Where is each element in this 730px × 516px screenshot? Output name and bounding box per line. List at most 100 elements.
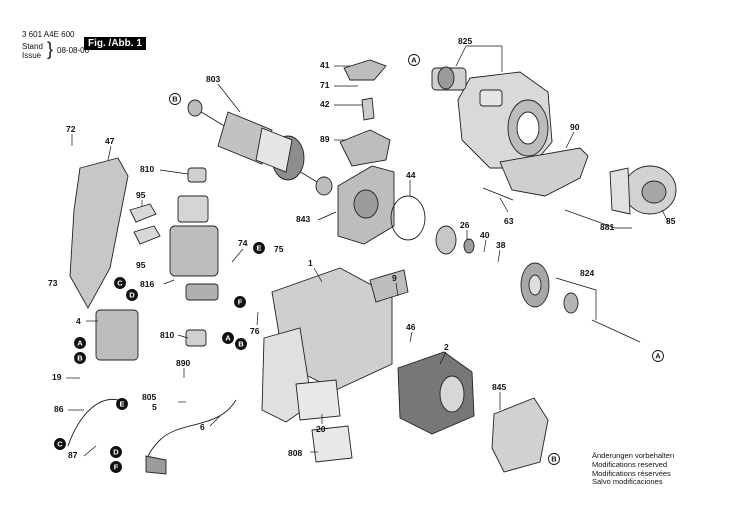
ref-circle — [235, 338, 247, 350]
part-number-890: 890 — [176, 358, 190, 368]
part-number-40: 40 — [480, 230, 490, 240]
part-number-6: 6 — [200, 422, 205, 432]
part-number-labels: 8254171428980372478109595816747584344906… — [48, 36, 676, 460]
ref-marker-d2: D — [110, 446, 122, 458]
ref-circle — [114, 277, 126, 289]
ref-marker-f1: F — [234, 296, 246, 308]
o-ring-drawing — [390, 195, 426, 241]
end-plate-drawing — [491, 397, 549, 473]
part-number-41: 41 — [320, 60, 330, 70]
ref-letter: F — [238, 298, 243, 307]
part-number-9: 9 — [392, 273, 397, 283]
handle-half-drawing — [69, 157, 129, 309]
bearing-plate-drawing — [337, 165, 395, 245]
part-number-805: 805 — [142, 392, 156, 402]
ref-letter: D — [129, 291, 135, 300]
figure-label: Fig. /Abb. 1 — [84, 37, 146, 50]
ref-circle — [169, 93, 181, 105]
part-95b-drawing — [133, 225, 161, 245]
label-808-drawing — [311, 425, 353, 463]
ref-letter: A — [225, 334, 231, 343]
part-number-825: 825 — [458, 36, 472, 46]
ref-letter: B — [551, 455, 557, 464]
ref-marker-b3: B — [235, 338, 247, 350]
gear-housing-drawing — [431, 66, 553, 169]
stand-label: Stand — [22, 42, 43, 51]
ref-marker-c1: C — [114, 277, 126, 289]
part-95a-drawing — [129, 203, 157, 223]
ref-circle — [74, 337, 86, 349]
part-number-74: 74 — [238, 238, 248, 248]
brace-glyph: } — [47, 39, 54, 59]
ref-letter: C — [117, 279, 123, 288]
issue-label: Issue — [22, 51, 42, 60]
ref-letter: A — [77, 339, 83, 348]
part-number-881: 881 — [600, 222, 614, 232]
part-number-42: 42 — [320, 99, 330, 109]
ref-marker-f2: F — [110, 461, 122, 473]
part-number-20: 20 — [316, 424, 326, 434]
wire-86-drawing — [67, 398, 119, 447]
ref-marker-a2: A — [74, 337, 86, 349]
part-number-86: 86 — [54, 404, 64, 414]
ref-letter: F — [114, 463, 119, 472]
ref-letter: B — [77, 354, 83, 363]
part-number-73: 73 — [48, 278, 58, 288]
switch-unit-drawing — [169, 167, 219, 347]
part-number-808: 808 — [288, 448, 302, 458]
part-number-46: 46 — [406, 322, 416, 332]
ref-circle — [548, 453, 560, 465]
stator-drawing — [397, 351, 475, 435]
part-number-90: 90 — [570, 122, 580, 132]
ref-marker-b1: B — [169, 93, 181, 105]
module-4-drawing — [95, 309, 139, 361]
ref-circle — [652, 350, 664, 362]
ref-circle — [110, 461, 122, 473]
part-number-44: 44 — [406, 170, 416, 180]
part-number-843: 843 — [296, 214, 310, 224]
part-number-1: 1 — [308, 258, 313, 268]
part-number-89: 89 — [320, 134, 330, 144]
ref-circle — [54, 438, 66, 450]
ref-marker-c2: C — [54, 438, 66, 450]
part-number-803: 803 — [206, 74, 220, 84]
switch-41-drawing — [343, 59, 387, 81]
armature-drawing — [187, 99, 333, 196]
ref-circle — [110, 446, 122, 458]
ref-marker-a4: A — [652, 350, 664, 362]
ref-marker-a1: A — [408, 54, 420, 66]
ref-circle — [222, 332, 234, 344]
ref-marker-e2: E — [116, 398, 128, 410]
part-number-76: 76 — [250, 326, 260, 336]
ref-circle — [234, 296, 246, 308]
ref-letter: A — [411, 56, 417, 65]
ref-marker-b4: B — [548, 453, 560, 465]
ref-circle — [116, 398, 128, 410]
modification-notes: Änderungen vorbehalten Modifications res… — [592, 451, 674, 487]
ref-marker-b2: B — [74, 352, 86, 364]
ref-letter: A — [655, 352, 661, 361]
ref-marker-e1: E — [253, 242, 265, 254]
ref-letter: D — [113, 448, 119, 457]
part-number-38: 38 — [496, 240, 506, 250]
note-es: Salvo modificaciones — [592, 477, 663, 487]
ref-circle — [253, 242, 265, 254]
part-number-19: 19 — [52, 372, 62, 382]
ref-letter: C — [57, 440, 63, 449]
part-number-824: 824 — [580, 268, 594, 278]
plug-drawing — [145, 455, 167, 475]
part-number-63: 63 — [504, 216, 514, 226]
part-number-72: 72 — [66, 124, 76, 134]
part-number-5: 5 — [152, 402, 157, 412]
part-number-75: 75 — [274, 244, 284, 254]
ref-letter: E — [256, 244, 261, 253]
part-89-drawing — [339, 129, 391, 167]
note-en: Modifications reserved — [592, 459, 668, 469]
ref-marker-d1: D — [126, 289, 138, 301]
part-number-26: 26 — [460, 220, 470, 230]
part-number-810a: 810 — [140, 164, 154, 174]
handle-90-drawing — [499, 147, 589, 197]
